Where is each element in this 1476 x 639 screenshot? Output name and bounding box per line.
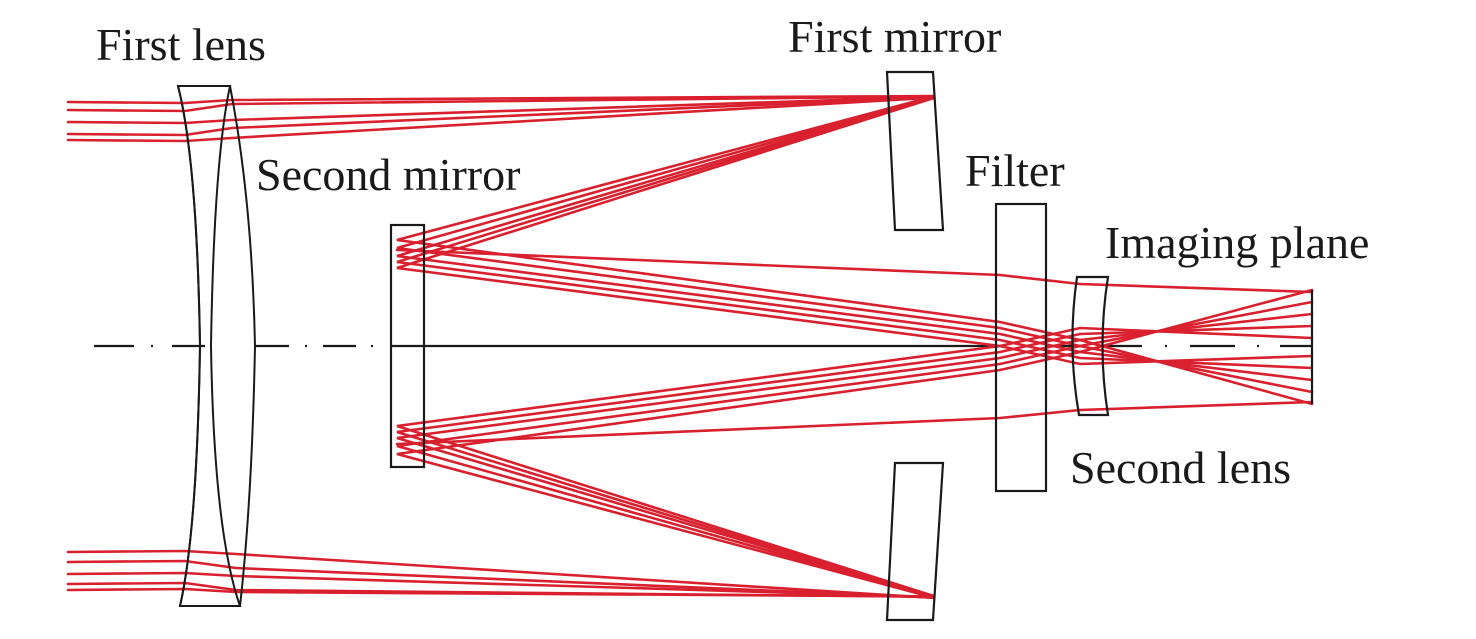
light-rays [66,94,1314,600]
first-mirror-label: First mirror [788,11,1002,62]
ray-lower-3 [66,312,1314,599]
second-lens-shape [1071,275,1110,417]
ray-lower-5 [66,326,1314,598]
first-mirror-lower-shape [885,461,945,622]
first-lens-front-surface [177,85,202,607]
imaging-plane-label: Imaging plane [1105,217,1370,268]
ray-upper-5 [66,96,1314,366]
first-lens-rear-surface [229,85,257,607]
ray-lower-1 [66,288,1314,600]
second-lens-label: Second lens [1070,442,1292,493]
ray-lower-edge [395,400,1314,446]
ray-upper-edge [395,248,1314,294]
second-mirror-label: Second mirror [256,149,521,200]
first-lens-label: First lens [96,19,266,70]
first-mirror-upper-shape [885,70,945,232]
second-mirror-shape [389,223,426,469]
ray-lower-2 [66,300,1314,599]
filter-shape [994,202,1048,493]
ray-lower-4 [66,324,1314,599]
filter-label: Filter [965,145,1065,196]
